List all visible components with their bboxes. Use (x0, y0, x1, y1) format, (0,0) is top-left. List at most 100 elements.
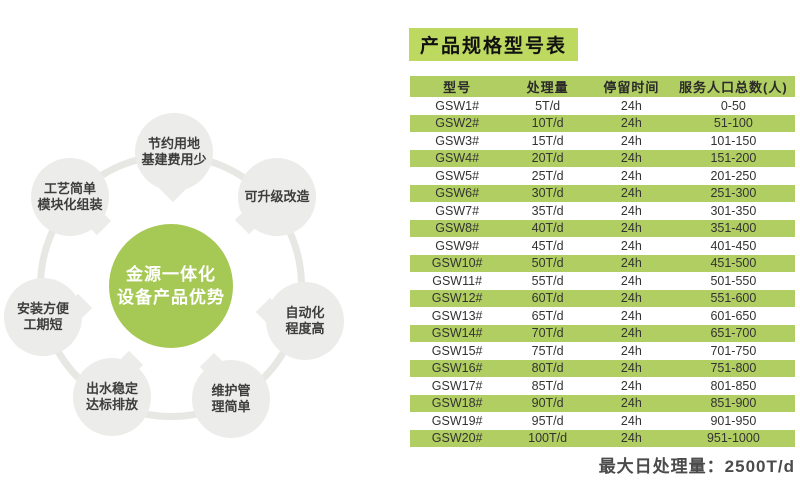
table-cell-population: 151-200 (710, 151, 757, 166)
table-row: GSW11# 55T/d 24h 501-550 (410, 272, 795, 290)
table-cell-model: GSW20# (431, 431, 483, 446)
column-header-model: 型号 (443, 80, 472, 95)
table-row: GSW5# 25T/d 24h 201-250 (410, 167, 795, 185)
table-cell-retention: 24h (620, 431, 642, 446)
table-cell-capacity: 50T/d (531, 256, 564, 271)
table-cell-model: GSW14# (431, 326, 483, 341)
petal-label: 安装方便 (16, 301, 69, 316)
table-cell-population: 951-1000 (706, 431, 760, 446)
table-cell-retention: 24h (620, 361, 642, 376)
table-cell-capacity: 40T/d (531, 221, 564, 236)
table-cell-retention: 24h (620, 203, 642, 218)
table-cell-retention: 24h (620, 238, 642, 253)
petal-label: 工期短 (23, 317, 63, 332)
table-cell-retention: 24h (620, 343, 642, 358)
table-row: GSW4# 20T/d 24h 151-200 (410, 149, 795, 167)
table-cell-retention: 24h (620, 273, 642, 288)
table-cell-population: 251-300 (710, 186, 757, 201)
table-cell-model: GSW3# (435, 133, 480, 148)
table-cell-retention: 24h (620, 326, 642, 341)
table-cell-retention: 24h (620, 168, 642, 183)
petal-label: 理简单 (211, 399, 251, 414)
table-cell-capacity: 25T/d (531, 168, 564, 183)
table-cell-model: GSW7# (435, 203, 480, 218)
table-cell-capacity: 30T/d (531, 186, 564, 201)
table-row: GSW15# 75T/d 24h 701-750 (410, 342, 795, 360)
table-cell-retention: 24h (620, 378, 642, 393)
table-cell-capacity: 70T/d (531, 326, 564, 341)
petal-automation: 自动化 程度高 (266, 282, 344, 360)
table-cell-retention: 24h (620, 151, 642, 166)
table-cell-model: GSW11# (432, 273, 483, 288)
table-row: GSW6# 30T/d 24h 251-300 (410, 184, 795, 202)
table-row: GSW8# 40T/d 24h 351-400 (410, 219, 795, 237)
table-cell-model: GSW16# (431, 361, 483, 376)
spec-table: 型号 处理量 停留时间 服务人口总数(人) GSW1# 5T/d 24h 0-5… (410, 76, 795, 447)
table-cell-model: GSW10# (431, 256, 483, 271)
table-body: GSW1# 5T/d 24h 0-50 GSW2# 10T/d 24h 51-1… (410, 97, 795, 447)
petal-label: 基建费用少 (141, 152, 207, 167)
table-cell-capacity: 55T/d (531, 273, 564, 288)
table-row: GSW18# 90T/d 24h 851-900 (410, 394, 795, 412)
table-cell-capacity: 45T/d (531, 238, 564, 253)
table-cell-model: GSW18# (431, 396, 483, 411)
table-cell-population: 851-900 (710, 396, 757, 411)
table-cell-model: GSW2# (435, 116, 480, 131)
petal-label: 自动化 (285, 305, 325, 320)
table-cell-model: GSW17# (431, 378, 483, 393)
table-cell-model: GSW9# (435, 238, 480, 253)
table-cell-population: 651-700 (710, 326, 757, 341)
table-row: GSW13# 65T/d 24h 601-650 (410, 307, 795, 325)
table-cell-population: 351-400 (710, 221, 757, 236)
table-cell-retention: 24h (620, 413, 642, 428)
table-cell-retention: 24h (620, 308, 642, 323)
petal-label: 模块化组装 (37, 197, 103, 212)
table-cell-capacity: 20T/d (531, 151, 564, 166)
table-cell-population: 301-350 (710, 203, 757, 218)
petal-label: 可升级改造 (244, 189, 310, 204)
table-cell-population: 801-850 (710, 378, 757, 393)
table-cell-population: 201-250 (710, 168, 757, 183)
max-daily-capacity-note: 最大日处理量：2500T/d (598, 457, 795, 476)
petal-land-saving: 节约用地 基建费用少 (135, 113, 213, 191)
table-row: GSW19# 95T/d 24h 901-950 (410, 412, 795, 430)
table-cell-retention: 24h (620, 186, 642, 201)
table-cell-population: 101-150 (710, 133, 757, 148)
table-cell-capacity: 10T/d (531, 116, 564, 131)
table-cell-population: 751-800 (710, 361, 757, 376)
column-header-capacity: 处理量 (526, 80, 569, 95)
table-cell-population: 601-650 (710, 308, 757, 323)
table-cell-population: 401-450 (710, 238, 757, 253)
petal-label: 达标排放 (85, 397, 138, 412)
center-title-line: 设备产品优势 (117, 288, 225, 307)
table-row: GSW16# 80T/d 24h 751-800 (410, 359, 795, 377)
table-cell-capacity: 35T/d (531, 203, 564, 218)
table-cell-model: GSW15# (431, 343, 483, 358)
petal-label: 节约用地 (147, 136, 200, 151)
table-cell-model: GSW1# (435, 98, 480, 113)
petal-easy-maintenance: 维护管 理简单 (192, 360, 270, 438)
table-cell-capacity: 15T/d (531, 133, 564, 148)
table-cell-population: 451-500 (710, 256, 757, 271)
table-cell-population: 701-750 (710, 343, 757, 358)
table-cell-population: 51-100 (713, 116, 753, 131)
table-cell-retention: 24h (620, 98, 642, 113)
table-cell-model: GSW6# (435, 186, 480, 201)
petal-simple-process: 工艺简单 模块化组装 (31, 158, 109, 236)
spec-table-title: 产品规格型号表 (409, 28, 579, 61)
table-cell-population: 551-600 (710, 291, 757, 306)
column-header-population: 服务人口总数(人) (679, 80, 788, 95)
table-cell-capacity: 65T/d (531, 308, 564, 323)
table-cell-capacity: 60T/d (531, 291, 564, 306)
table-cell-retention: 24h (620, 221, 642, 236)
table-cell-capacity: 100T/d (528, 431, 568, 446)
table-cell-capacity: 75T/d (531, 343, 564, 358)
diagram-center-title: 金源一体化 设备产品优势 (109, 224, 233, 348)
table-row: GSW1# 5T/d 24h 0-50 (410, 97, 795, 115)
table-cell-model: GSW12# (431, 291, 483, 306)
center-title-line: 金源一体化 (126, 265, 216, 284)
table-cell-model: GSW13# (431, 308, 483, 323)
column-header-retention: 停留时间 (603, 80, 660, 95)
table-row: GSW17# 85T/d 24h 801-850 (410, 377, 795, 395)
table-cell-capacity: 90T/d (531, 396, 564, 411)
